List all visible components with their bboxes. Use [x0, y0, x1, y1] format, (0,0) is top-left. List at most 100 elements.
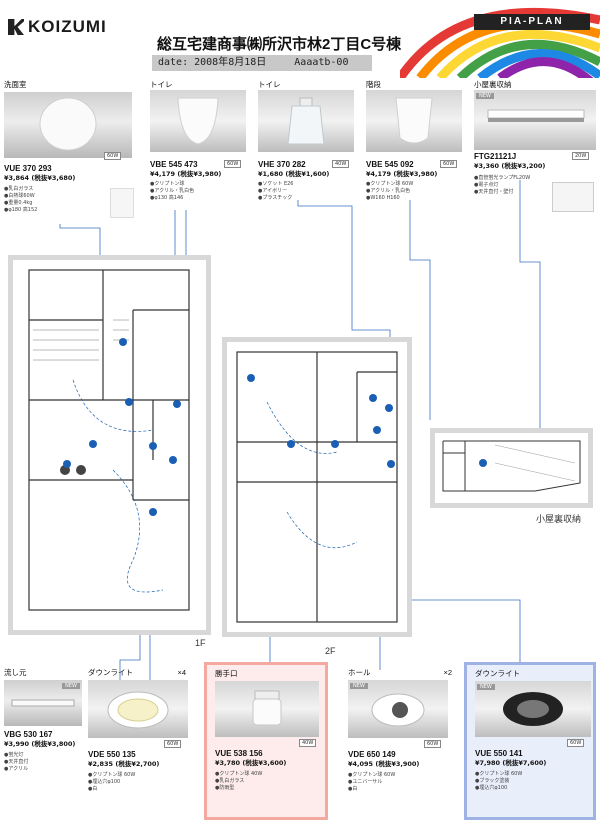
product-spec: ●埋込穴φ100	[88, 779, 121, 785]
product-spec: ●ブラック塗装	[475, 778, 510, 784]
light-marker	[173, 400, 181, 408]
product-model: VBG 530 167	[4, 730, 53, 739]
wattage-badge: 60W	[440, 160, 458, 168]
product-spec: ●防雨型	[215, 785, 235, 791]
product-price: ¥7,980 (税抜¥7,600)	[475, 759, 547, 767]
mount-diagram-icon	[110, 188, 134, 218]
document-code: Aaaatb-00	[294, 57, 349, 68]
wattage-badge: 60W	[164, 740, 182, 748]
product-category: 階段	[366, 80, 381, 89]
product-photo: NEW	[4, 680, 82, 726]
round-bracket-lamp-icon	[39, 97, 97, 151]
header: KOIZUMI 総互宅建商事㈱所沢市林2丁目C号棟 date: 2008年8月1…	[0, 0, 600, 78]
product-model: VBE 545 092	[366, 160, 414, 169]
product-category: 勝手口	[215, 669, 238, 678]
new-tag: NEW	[350, 683, 368, 689]
product-spec: ●ユニバーサル	[348, 779, 383, 785]
product-category: トイレ	[150, 80, 173, 89]
attic-plan-drawing	[442, 440, 581, 492]
product-price: ¥1,680 (税抜¥1,600)	[258, 170, 330, 178]
fluorescent-tube-icon	[487, 109, 585, 122]
product-photo	[215, 681, 319, 737]
product-card-toilet-2: トイレ VHE 370 282 ¥1,680 (税抜¥1,600) 40W ●ソ…	[258, 80, 354, 220]
koizumi-logo-icon	[8, 19, 24, 35]
wattage-badge: 40W	[299, 739, 317, 747]
product-spec: ●白	[88, 786, 98, 792]
floor-plan-attic	[430, 428, 593, 508]
product-category: 洗面室	[4, 80, 27, 89]
product-card-downlight-1: ダウンライト ×4 60W VDE 550 135 ¥2,835 (税抜¥2,7…	[88, 668, 188, 818]
product-photo: NEW	[348, 680, 448, 738]
product-spec: ●クリプトン球 60W	[475, 771, 523, 777]
product-spec: ●埋込穴φ100	[475, 785, 508, 791]
product-spec: ●アイボリー	[258, 188, 288, 194]
color-band: PIA-PLAN	[400, 0, 600, 78]
product-spec: ●プラスチック	[258, 195, 293, 201]
product-spec: ●W160 H160	[366, 195, 400, 201]
floor-label-attic: 小屋裏収納	[536, 514, 582, 524]
series-label: PIA-PLAN	[474, 14, 590, 30]
product-spec: ●天井直付・壁付	[474, 189, 514, 195]
product-card-back-door: 勝手口 40W VUE 538 156 ¥3,780 (税抜¥3,600) ●ク…	[204, 662, 328, 820]
light-marker	[385, 404, 393, 412]
black-downlight-icon	[503, 692, 563, 726]
dome-ceiling-lamp-icon	[177, 97, 219, 145]
product-spec: ●天井直付	[4, 759, 29, 765]
floor-plan-1f	[8, 255, 211, 635]
product-spec: ●直管蛍光ランプFL20W	[474, 175, 531, 181]
light-marker	[125, 398, 133, 406]
product-spec: ●電子点灯	[474, 182, 499, 188]
product-spec: ●クリプトン球 60W	[88, 772, 136, 778]
product-model: VHE 370 282	[258, 160, 306, 169]
porch-lamp-icon	[252, 690, 282, 726]
product-spec: ●アクリル	[4, 766, 29, 772]
product-price: ¥4,179 (税抜¥3,980)	[366, 170, 438, 178]
floor-plan-1f-drawing	[28, 269, 190, 611]
product-spec: ●白熱球60W	[4, 193, 35, 199]
light-marker	[89, 440, 97, 448]
product-price: ¥4,179 (税抜¥3,980)	[150, 170, 222, 178]
product-price: ¥4,095 (税抜¥3,900)	[348, 760, 420, 768]
wattage-badge: 60W	[567, 739, 585, 747]
product-card-hall: ホール ×2 NEW 60W VDE 650 149 ¥4,095 (税抜¥3,…	[348, 668, 452, 818]
light-marker	[387, 460, 395, 468]
product-spec: ●乳白ガラス	[215, 778, 245, 784]
new-tag: NEW	[62, 683, 80, 689]
brand-name: KOIZUMI	[28, 17, 107, 36]
product-model: VUE 538 156	[215, 749, 263, 758]
dimension-diagram-icon	[552, 182, 594, 212]
floor-plan-2f-drawing	[236, 351, 398, 623]
product-spec: ●白	[348, 786, 358, 792]
product-model: VUE 550 141	[475, 749, 523, 758]
wattage-badge: 60W	[224, 160, 242, 168]
product-spec: ●φ180 高152	[4, 207, 38, 213]
product-photo	[258, 90, 354, 152]
product-photo	[88, 680, 188, 738]
page-title: 総互宅建商事㈱所沢市林2丁目C号棟	[157, 36, 402, 53]
light-marker	[247, 374, 255, 382]
under-cabinet-lamp-icon	[11, 699, 75, 707]
product-photo: NEW	[475, 681, 591, 737]
product-category: ダウンライト	[475, 669, 520, 678]
product-model: VBE 545 473	[150, 160, 198, 169]
wattage-badge: 40W	[332, 160, 350, 168]
product-model: VDE 550 135	[88, 750, 136, 759]
downlight-icon	[107, 691, 169, 729]
product-category: トイレ	[258, 80, 281, 89]
product-spec: ●重量0.4kg	[4, 200, 33, 206]
light-marker	[169, 456, 177, 464]
light-marker	[373, 426, 381, 434]
wattage-badge: 20W	[572, 152, 590, 160]
product-price: ¥3,780 (税抜¥3,600)	[215, 759, 287, 767]
light-marker	[149, 508, 157, 516]
light-marker	[119, 338, 127, 346]
light-marker	[63, 460, 71, 468]
product-spec: ●乳白ガラス	[4, 186, 34, 192]
product-model: VDE 650 149	[348, 750, 396, 759]
universal-downlight-icon	[371, 693, 425, 727]
product-card-washroom: 洗面室 60W VUE 370 293 ¥3,864 (税抜¥3,680) ●乳…	[4, 80, 134, 230]
wall-bracket-lamp-icon	[395, 97, 433, 144]
product-spec: ●クリプトン球	[150, 181, 185, 187]
floor-label-1f: 1F	[195, 638, 206, 648]
date-bar: date: 2008年8月18日 Aaaatb-00	[152, 55, 372, 71]
